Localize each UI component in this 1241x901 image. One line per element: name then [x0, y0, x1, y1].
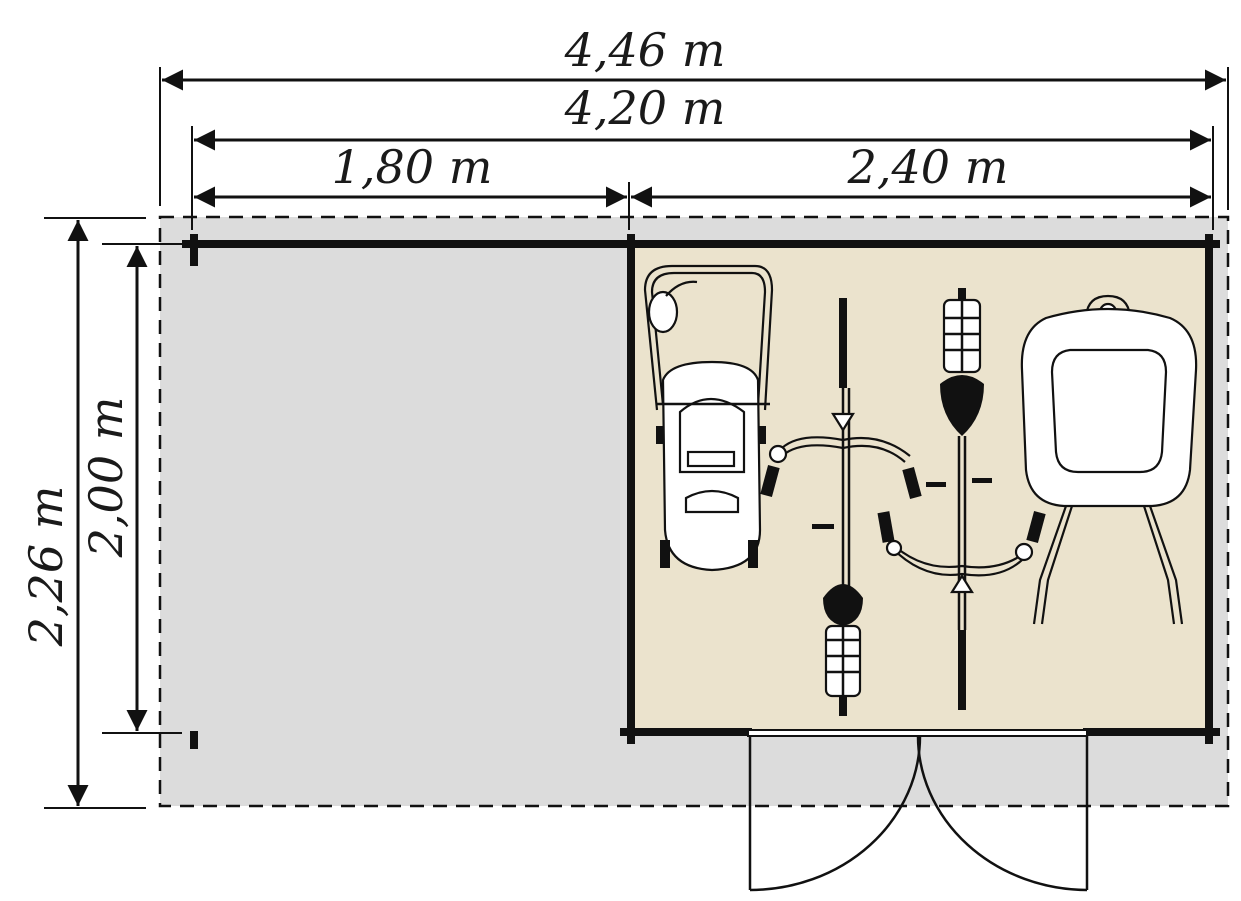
bicycle-icon [877, 288, 1046, 710]
wheelbarrow-icon [1020, 294, 1198, 625]
dim-label-total-outer-depth: 2,26 m [19, 486, 73, 648]
horizontal-dimensions [159, 67, 1229, 230]
bicycle-icon [760, 298, 922, 716]
dim-label-inner-depth: 2,00 m [79, 397, 133, 559]
dim-label-total-outer-width: 4,46 m [564, 23, 726, 77]
vertical-dimensions [44, 217, 182, 809]
double-door [747, 729, 1089, 892]
dim-label-shed-width: 2,40 m [847, 140, 1009, 194]
dim-label-total-inner-width: 4,20 m [564, 81, 726, 135]
dim-label-canopy-width: 1,80 m [332, 140, 493, 194]
lawn-mower-icon [643, 264, 774, 572]
shed-walls [182, 234, 1220, 749]
